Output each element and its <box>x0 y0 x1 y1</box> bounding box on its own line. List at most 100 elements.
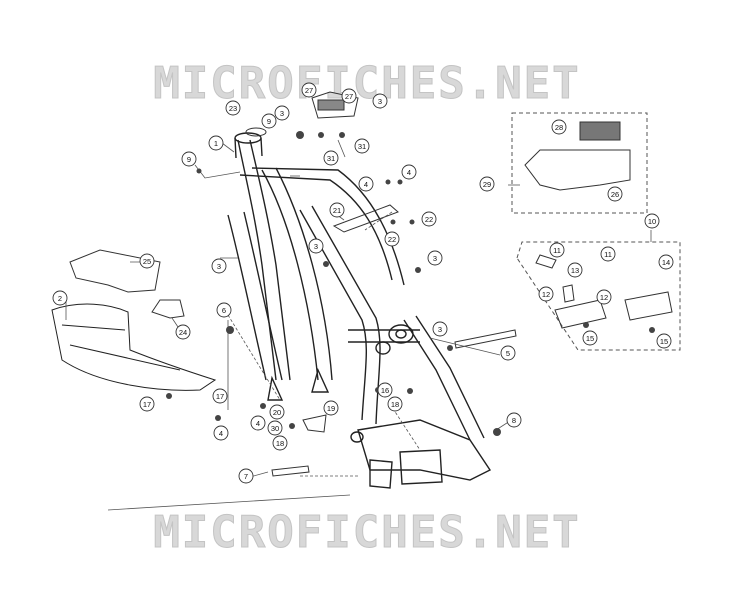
plate-25-outline <box>69 249 161 293</box>
callout-circle <box>551 119 567 135</box>
callout-label: 10 <box>648 217 656 226</box>
callout-circle <box>139 396 155 412</box>
callout-circle <box>208 135 224 151</box>
callout-label: 29 <box>483 180 491 189</box>
callout-circle <box>225 100 241 116</box>
callout-c22a: 22 <box>421 211 437 227</box>
callout-label: 3 <box>378 97 382 106</box>
callout-c3e: 3 <box>432 321 448 337</box>
callout-label: 4 <box>364 180 368 189</box>
callout-label: 11 <box>553 246 561 255</box>
callout-label: 22 <box>388 235 396 244</box>
callout-c3c: 3 <box>427 250 443 266</box>
callout-c11a: 11 <box>549 242 565 258</box>
callout-label: 9 <box>187 155 191 164</box>
callout-label: 16 <box>381 386 389 395</box>
callout-c25: 25 <box>139 253 155 269</box>
callout-c4d: 4 <box>250 415 266 431</box>
callout-circle <box>238 468 254 484</box>
callout-circle <box>323 150 339 166</box>
pin-11-shape <box>535 254 557 269</box>
dashed-leaders <box>227 211 421 477</box>
axle-5-outline <box>454 329 517 349</box>
callout-circle <box>323 400 339 416</box>
callout-c17b: 17 <box>212 388 228 404</box>
callout-c10: 10 <box>644 213 660 229</box>
callout-circle <box>301 82 317 98</box>
callout-circle <box>358 176 374 192</box>
callout-c7: 7 <box>238 468 254 484</box>
callout-circle <box>372 93 388 109</box>
callout-circle <box>607 186 623 202</box>
callout-c14: 14 <box>658 254 674 270</box>
callout-label: 28 <box>555 123 563 132</box>
callout-c17a: 17 <box>139 396 155 412</box>
callout-c6: 6 <box>216 302 232 318</box>
part-24-outline <box>151 299 185 319</box>
callout-label: 5 <box>506 349 510 358</box>
callout-label: 21 <box>333 206 341 215</box>
callout-label: 18 <box>276 439 284 448</box>
callout-circle <box>549 242 565 258</box>
axle-7-outline <box>271 465 310 477</box>
callout-circle <box>139 253 155 269</box>
callout-c21: 21 <box>329 202 345 218</box>
callout-c24: 24 <box>175 324 191 340</box>
callout-label: 9 <box>267 117 271 126</box>
callout-label: 4 <box>407 168 411 177</box>
callout-label: 15 <box>586 334 594 343</box>
callout-c4b: 4 <box>401 164 417 180</box>
callout-circle <box>272 435 288 451</box>
callout-c1: 1 <box>208 135 224 151</box>
callout-label: 24 <box>179 328 187 337</box>
callout-c27b: 27 <box>341 88 357 104</box>
leader-lines <box>65 139 652 511</box>
callout-label: 17 <box>216 392 224 401</box>
callout-label: 30 <box>271 424 279 433</box>
callout-circle <box>387 396 403 412</box>
callout-circle <box>644 213 660 229</box>
callout-c12b: 12 <box>596 289 612 305</box>
callout-label: 19 <box>327 404 335 413</box>
main-frame <box>227 132 492 489</box>
callout-c31b: 31 <box>354 138 370 154</box>
callout-label: 6 <box>222 306 226 315</box>
callout-c18b: 18 <box>272 435 288 451</box>
callout-circle <box>479 176 495 192</box>
callout-circle <box>600 246 616 262</box>
callout-c4c: 4 <box>213 425 229 441</box>
callout-c11b: 11 <box>600 246 616 262</box>
callout-c28: 28 <box>551 119 567 135</box>
callout-c26: 26 <box>607 186 623 202</box>
callout-circle <box>596 289 612 305</box>
callout-label: 13 <box>571 266 579 275</box>
bracket-26-outline <box>524 149 631 191</box>
callout-circle <box>658 254 674 270</box>
callout-circle <box>506 412 522 428</box>
watermark-top: MICROFICHES.NET <box>153 58 581 110</box>
callout-c20: 20 <box>269 404 285 420</box>
bracket-21-outline <box>332 204 399 233</box>
callout-c9a: 9 <box>261 113 277 129</box>
callout-c27a: 27 <box>301 82 317 98</box>
callout-circle <box>212 388 228 404</box>
callout-label: 31 <box>358 142 366 151</box>
callout-circle <box>427 250 443 266</box>
callout-label: 4 <box>219 429 223 438</box>
callout-c15b: 15 <box>656 333 672 349</box>
callout-label: 3 <box>280 109 284 118</box>
callout-c3b: 3 <box>372 93 388 109</box>
callout-circle <box>267 420 283 436</box>
callout-circle <box>308 238 324 254</box>
callout-label: 17 <box>143 400 151 409</box>
callout-circle <box>401 164 417 180</box>
footpeg-left-outline <box>554 299 607 329</box>
callout-circle <box>261 113 277 129</box>
callout-c13: 13 <box>567 262 583 278</box>
callout-c3d: 3 <box>308 238 324 254</box>
callout-c3f: 3 <box>211 258 227 274</box>
callout-label: 15 <box>660 337 668 346</box>
callout-circle <box>213 425 229 441</box>
callout-label: 18 <box>391 400 399 409</box>
